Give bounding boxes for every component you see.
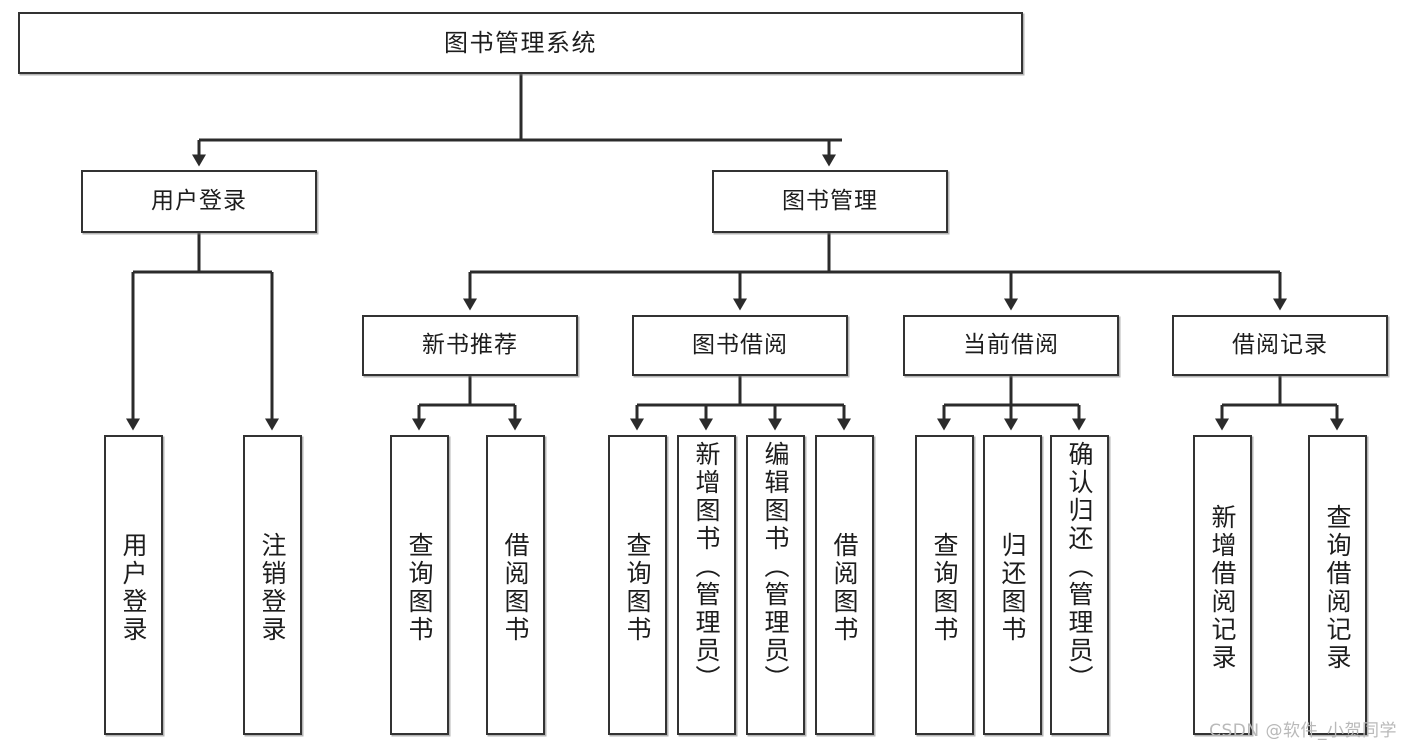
leaf-query-book-3[interactable]: 查询图书 <box>915 435 974 735</box>
leaf-return-book-label: 归还图书 <box>998 532 1027 644</box>
leaf-edit-book[interactable]: 编辑图书（管理员） <box>746 435 805 735</box>
leaf-user-login[interactable]: 用户登录 <box>104 435 163 735</box>
node-root[interactable]: 图书管理系统 <box>18 12 1023 74</box>
node-user-login[interactable]: 用户登录 <box>81 170 317 233</box>
node-new-book-recommend-label: 新书推荐 <box>422 331 518 358</box>
node-borrow-record[interactable]: 借阅记录 <box>1172 315 1388 376</box>
leaf-confirm-return-label: 确认归还（管理员） <box>1065 441 1094 693</box>
node-user-login-label: 用户登录 <box>151 187 247 214</box>
leaf-add-book-label: 新增图书（管理员） <box>692 441 721 693</box>
node-book-manage[interactable]: 图书管理 <box>712 170 948 233</box>
leaf-add-record-label: 新增借阅记录 <box>1208 504 1237 672</box>
node-book-borrow-label: 图书借阅 <box>692 331 788 358</box>
node-current-borrow[interactable]: 当前借阅 <box>903 315 1119 376</box>
leaf-query-record-label: 查询借阅记录 <box>1323 504 1352 672</box>
leaf-query-book-3-label: 查询图书 <box>930 532 959 644</box>
leaf-user-login-label: 用户登录 <box>119 532 148 644</box>
watermark: CSDN @软件_小贺同学 <box>1209 721 1397 741</box>
leaf-add-book[interactable]: 新增图书（管理员） <box>677 435 736 735</box>
leaf-borrow-book-1-label: 借阅图书 <box>501 532 530 644</box>
leaf-borrow-book-2-label: 借阅图书 <box>830 532 859 644</box>
leaf-return-book[interactable]: 归还图书 <box>983 435 1042 735</box>
node-book-manage-label: 图书管理 <box>782 187 878 214</box>
leaf-logout-login[interactable]: 注销登录 <box>243 435 302 735</box>
leaf-query-record[interactable]: 查询借阅记录 <box>1308 435 1367 735</box>
node-new-book-recommend[interactable]: 新书推荐 <box>362 315 578 376</box>
node-current-borrow-label: 当前借阅 <box>963 331 1059 358</box>
node-root-label: 图书管理系统 <box>444 28 597 57</box>
leaf-query-book-2[interactable]: 查询图书 <box>608 435 667 735</box>
leaf-query-book-1[interactable]: 查询图书 <box>390 435 449 735</box>
leaf-borrow-book-2[interactable]: 借阅图书 <box>815 435 874 735</box>
leaf-query-book-1-label: 查询图书 <box>405 532 434 644</box>
leaf-logout-login-label: 注销登录 <box>258 532 287 644</box>
leaf-borrow-book-1[interactable]: 借阅图书 <box>486 435 545 735</box>
leaf-confirm-return[interactable]: 确认归还（管理员） <box>1050 435 1109 735</box>
node-book-borrow[interactable]: 图书借阅 <box>632 315 848 376</box>
leaf-edit-book-label: 编辑图书（管理员） <box>761 441 790 693</box>
leaf-query-book-2-label: 查询图书 <box>623 532 652 644</box>
node-borrow-record-label: 借阅记录 <box>1232 331 1328 358</box>
leaf-add-record[interactable]: 新增借阅记录 <box>1193 435 1252 735</box>
